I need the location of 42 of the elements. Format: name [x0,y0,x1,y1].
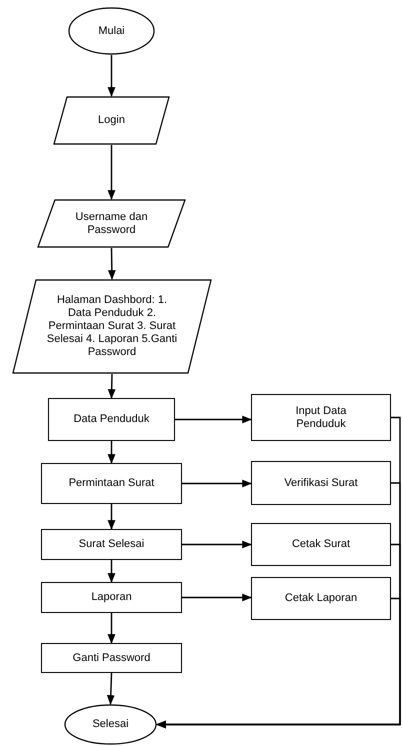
process-box [251,577,391,620]
arrow [108,613,116,644]
process-box [251,523,391,566]
node-label: Permintaan Surat [68,477,156,490]
node-label: Mulai [97,24,126,38]
arrow [108,504,116,530]
arrow [156,598,401,728]
end-oval [64,704,157,745]
process-box [41,529,182,560]
arrow [175,416,252,424]
process-box [48,398,175,441]
node-label: Data Penduduk [72,413,150,426]
node-label: Login [97,114,126,127]
input-parallelogram [37,199,186,248]
node-label: Username dan Password [74,210,149,236]
node-label: Surat Selesai [78,538,146,551]
input-parallelogram [53,96,170,145]
input-parallelogram [12,279,212,374]
node-label: Input Data Penduduk [294,404,348,430]
node-label: Selesai [91,718,130,731]
process-box [251,394,391,441]
arrow [108,248,116,280]
node-label: Halaman Dashbord: 1. Data Penduduk 2. Permintaan Surat 3. Surat Selesai 4. Laporan 5.Ganti Password [46,294,178,359]
node-label: Cetak Laporan [284,592,358,605]
node-label: Verifikasi Surat [283,476,359,490]
node-label: Cetak Surat [290,538,352,551]
node-label: Laporan [90,591,133,604]
arrow [108,441,116,464]
process-box [41,463,182,504]
arrow [182,540,252,548]
arrow [106,672,115,705]
process-box [41,582,182,613]
process-box [251,461,391,505]
start-oval [68,7,155,55]
arrow [108,145,116,200]
arrow [182,480,252,488]
process-box [41,643,182,673]
arrow [182,594,252,602]
arrow [108,374,116,399]
node-label: Ganti Password [72,652,152,664]
arrow [108,560,116,583]
arrow [108,55,116,97]
